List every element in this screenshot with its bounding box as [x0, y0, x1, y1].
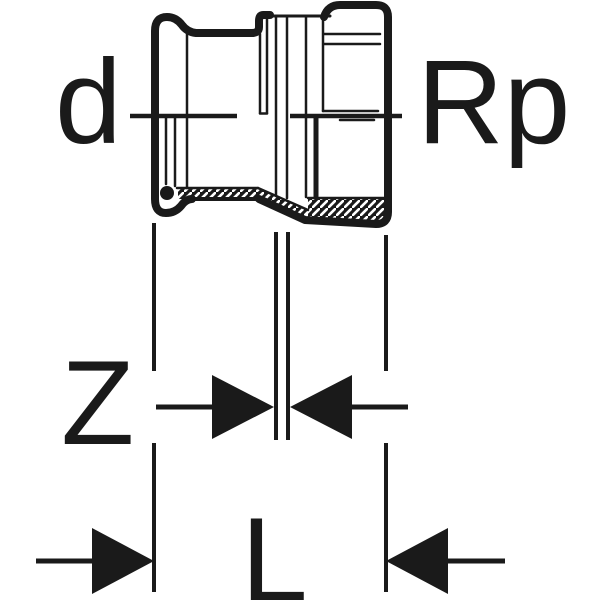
cone-bore-edge [256, 186, 310, 212]
section-hatch-thread-wall [308, 198, 384, 221]
label-l: L [241, 493, 308, 600]
z-arrowhead-right-icon [212, 375, 274, 439]
thread-body-outline [255, 1, 392, 228]
label-z: Z [61, 336, 134, 470]
press-socket-outline [151, 11, 274, 217]
label-d: d [55, 35, 122, 169]
fitting-cross-section [151, 1, 392, 228]
l-arrowhead-left-icon [386, 528, 448, 594]
o-ring-dot [160, 186, 174, 200]
section-hatch-socket-wall [178, 188, 258, 199]
dimension-annotations [36, 113, 505, 594]
l-arrowhead-right-icon [92, 528, 154, 594]
label-rp: Rp [417, 35, 570, 169]
z-arrowhead-left-icon [290, 375, 352, 439]
